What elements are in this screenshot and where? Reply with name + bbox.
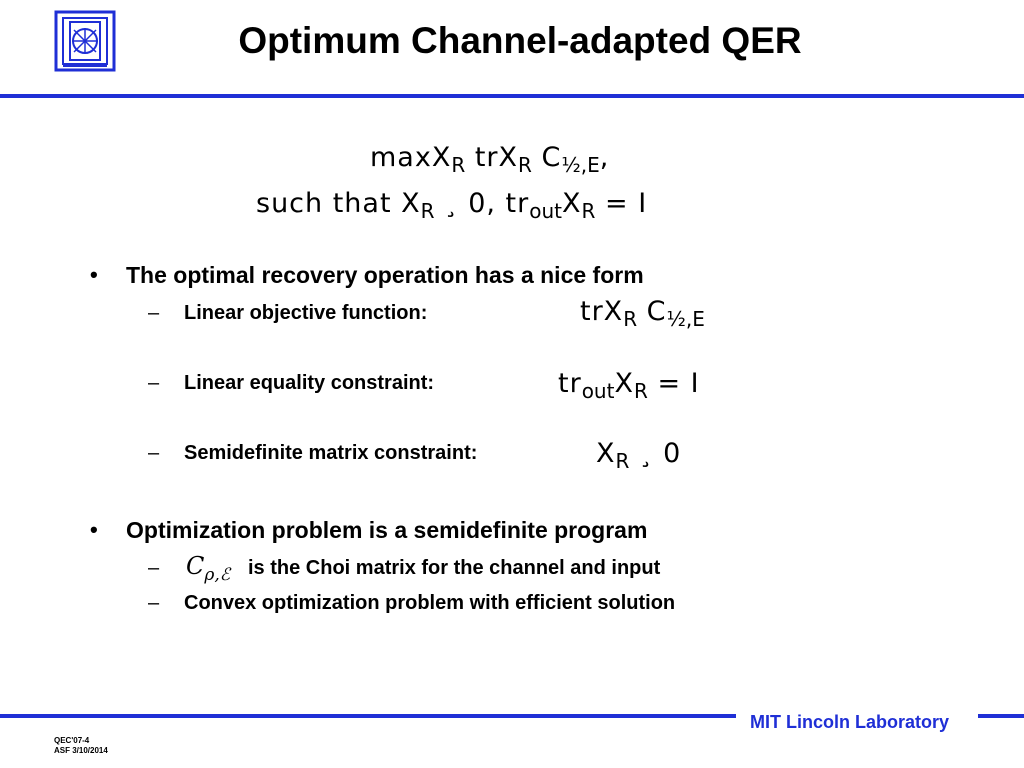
semidefinite-constraint-math: XR ¸ 0: [596, 438, 682, 473]
bullet-marker: •: [90, 262, 98, 287]
sub-bullet-label: Linear objective function:: [184, 302, 428, 324]
sub-bullet-marker: –: [148, 372, 160, 394]
optimization-constraints: such that XR ¸ 0, troutXR = I: [256, 188, 648, 223]
sub-bullet-label: Linear equality constraint:: [184, 372, 435, 394]
slide-title: Optimum Channel-adapted QER: [238, 20, 802, 61]
bullet-text: The optimal recovery operation has a nic…: [126, 262, 644, 288]
sub-bullet-label: Semidefinite matrix constraint:: [184, 442, 478, 464]
sub-bullet-marker: –: [148, 302, 160, 324]
bullet-text: Optimization problem is a semidefinite p…: [126, 517, 648, 543]
sub-bullet-marker: –: [148, 557, 160, 579]
linear-objective-math: trXR C½,E: [580, 296, 705, 331]
equality-constraint-math: troutXR = I: [558, 368, 700, 403]
sub-bullet-label: Convex optimization problem with efficie…: [184, 592, 676, 614]
bullet-marker: •: [90, 517, 98, 542]
choi-matrix-symbol: Cρ,ℰ: [186, 552, 231, 585]
footer-divider-right: [978, 714, 1024, 718]
optimization-objective: maxXR trXR C½,E,: [370, 142, 610, 177]
sub-bullet-label: is the Choi matrix for the channel and i…: [248, 557, 661, 579]
footer-divider-left: [0, 714, 736, 718]
footer-code: QEC'07-4: [54, 736, 90, 745]
footer-date: ASF 3/10/2014: [54, 746, 108, 755]
title-divider: [0, 94, 1024, 98]
footer-brand: MIT Lincoln Laboratory: [750, 712, 950, 732]
lincoln-lab-logo-icon: [54, 10, 116, 72]
sub-bullet-marker: –: [148, 442, 160, 464]
sub-bullet-marker: –: [148, 592, 160, 614]
